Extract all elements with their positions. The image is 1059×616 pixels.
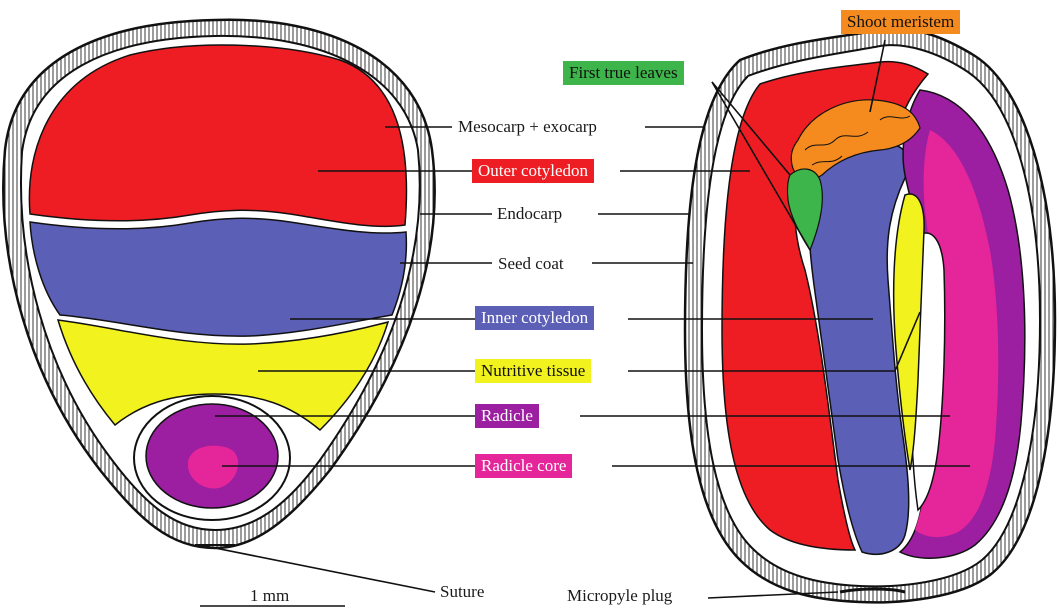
label-seed-coat: Seed coat — [498, 252, 564, 276]
label-nutritive-tissue: Nutritive tissue — [475, 359, 591, 383]
label-scale-bar: 1 mm — [250, 584, 289, 608]
label-radicle: Radicle — [475, 404, 539, 428]
right-section — [685, 28, 1055, 602]
label-endocarp: Endocarp — [497, 202, 562, 226]
label-inner-cotyledon: Inner cotyledon — [475, 306, 594, 330]
label-radicle-core: Radicle core — [475, 454, 572, 478]
label-suture: Suture — [440, 580, 484, 604]
label-shoot-meristem: Shoot meristem — [841, 10, 960, 34]
left-section — [3, 20, 434, 548]
label-first-true-leaves: First true leaves — [563, 61, 684, 85]
label-mesocarp-exocarp: Mesocarp + exocarp — [458, 115, 597, 139]
label-micropyle-plug: Micropyle plug — [567, 584, 672, 608]
label-outer-cotyledon: Outer cotyledon — [472, 159, 594, 183]
